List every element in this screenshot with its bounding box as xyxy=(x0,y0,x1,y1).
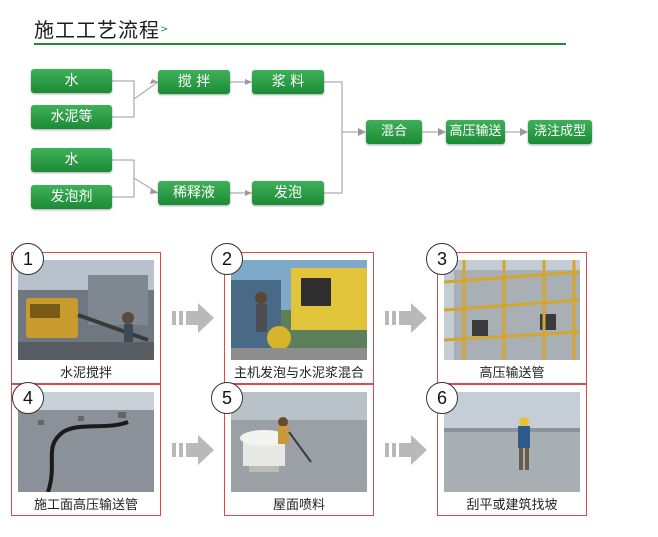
step-caption: 主机发泡与水泥浆混合 xyxy=(233,366,364,381)
flow-box-dilute: 稀释液 xyxy=(158,181,230,205)
flow-box-mixing: 搅 拌 xyxy=(158,70,230,94)
step-caption: 屋面喷料 xyxy=(272,498,325,513)
flow-box-water-1: 水 xyxy=(31,69,112,93)
flow-box-pump: 高压输送 xyxy=(446,120,505,144)
step-card-1: 水泥搅拌 xyxy=(11,252,161,384)
step-photo-spraying xyxy=(231,392,367,492)
flow-box-blend: 混合 xyxy=(366,120,422,144)
step-photo-foaming xyxy=(231,260,367,360)
step-arrow-icon xyxy=(385,303,427,333)
title-underline xyxy=(34,43,566,45)
step-caption: 刮平或建筑找坡 xyxy=(466,498,558,513)
step-photo-hose xyxy=(18,392,154,492)
step-card-3: 高压输送管 xyxy=(437,252,587,384)
flow-box-slurry: 浆 料 xyxy=(252,70,324,94)
title-arrow-icon: > xyxy=(160,24,169,35)
step-photo-leveling xyxy=(444,392,580,492)
flow-connectors xyxy=(112,79,528,198)
step-photo-pipe xyxy=(444,260,580,360)
step-photo-mixing xyxy=(18,260,154,360)
flow-box-cast: 浇注成型 xyxy=(528,120,592,144)
step-card-5: 屋面喷料 xyxy=(224,384,374,516)
step-number: 4 xyxy=(12,382,44,414)
step-caption: 施工面高压输送管 xyxy=(33,498,138,513)
step-arrow-icon xyxy=(385,435,427,465)
step-number: 3 xyxy=(426,243,458,275)
flow-box-foam: 发泡 xyxy=(252,181,324,205)
step-caption: 高压输送管 xyxy=(479,366,545,381)
step-card-2: 主机发泡与水泥浆混合 xyxy=(224,252,374,384)
step-number: 6 xyxy=(426,382,458,414)
page-title: 施工工艺流程 xyxy=(34,18,160,42)
step-card-6: 刮平或建筑找坡 xyxy=(437,384,587,516)
flow-box-water-2: 水 xyxy=(31,148,112,172)
step-number: 1 xyxy=(12,243,44,275)
flow-box-cement: 水泥等 xyxy=(31,105,112,129)
step-number: 2 xyxy=(211,243,243,275)
step-number: 5 xyxy=(211,382,243,414)
step-arrow-icon xyxy=(172,303,214,333)
step-arrow-icon xyxy=(172,435,214,465)
step-caption: 水泥搅拌 xyxy=(59,366,112,381)
flow-box-foaming-agent: 发泡剂 xyxy=(31,185,112,209)
